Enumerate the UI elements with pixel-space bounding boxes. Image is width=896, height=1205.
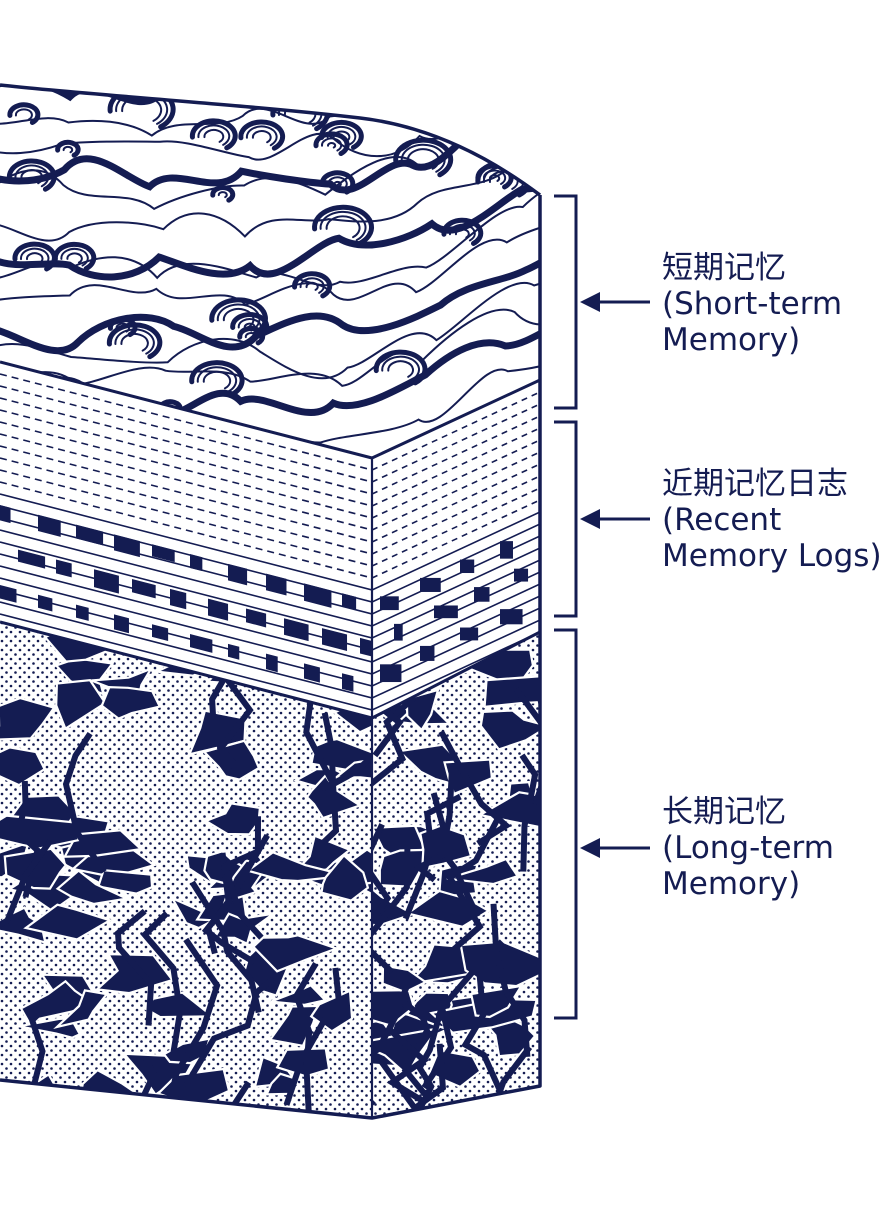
long-term-memory-label: 长期记忆 (Long-term Memory)	[662, 794, 834, 902]
label-en-line2: Memory)	[662, 866, 801, 902]
block-outline	[0, 83, 542, 1120]
label-en-line2: Memory Logs)	[662, 538, 882, 574]
left-arrow-icon	[580, 838, 650, 858]
label-zh: 短期记忆	[662, 250, 786, 286]
bracket-recent	[554, 420, 578, 618]
label-en-line1: (Long-term	[662, 830, 834, 866]
left-arrow-icon	[580, 509, 650, 529]
short-term-memory-label: 短期记忆 (Short-term Memory)	[662, 250, 842, 358]
bracket-icon	[554, 194, 578, 1020]
recent-memory-logs-label: 近期记忆日志 (Recent Memory Logs)	[662, 466, 882, 574]
bracket-long-term	[554, 628, 578, 1020]
label-zh: 长期记忆	[662, 794, 786, 830]
label-zh: 近期记忆日志	[662, 466, 848, 502]
label-en-line1: (Short-term	[662, 286, 843, 322]
bracket-short-term	[554, 194, 578, 410]
label-en-line1: (Recent	[662, 502, 782, 538]
left-arrow-icon	[580, 292, 650, 312]
label-en-line2: Memory)	[662, 322, 801, 358]
long-term-memory-layer	[0, 622, 540, 1118]
